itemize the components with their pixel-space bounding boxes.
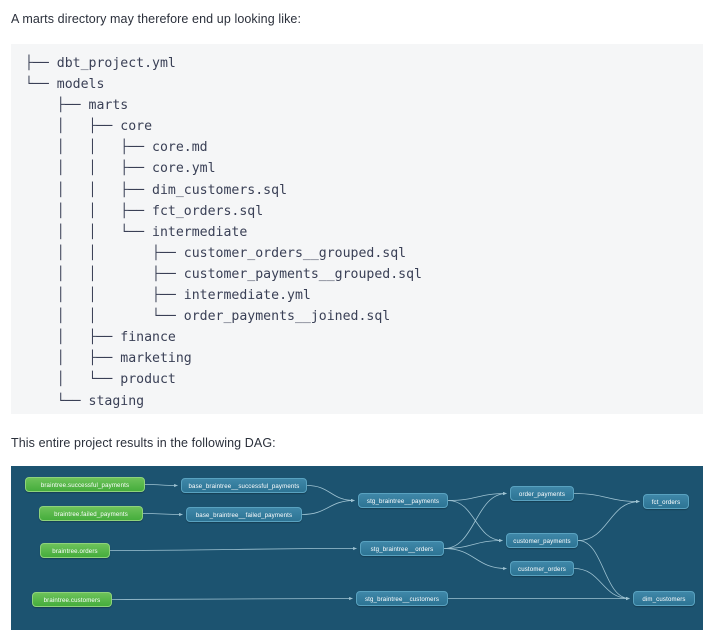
dag-node-order_payments[interactable]: order_payments xyxy=(510,486,574,501)
dag-edge-stg_braintree__orders-to-order_payments xyxy=(443,491,507,549)
dag-node-customer_orders[interactable]: customer_orders xyxy=(510,561,574,576)
dag-edge-customer_orders-to-dim_customers xyxy=(573,568,630,601)
dag-node-base_braintree__successful_payments[interactable]: base_braintree__successful_payments xyxy=(181,478,307,493)
tree-caption: A marts directory may therefore end up l… xyxy=(11,12,302,26)
dag-edge-layer xyxy=(109,483,640,601)
dag-node-dim_customers[interactable]: dim_customers xyxy=(633,591,695,606)
dag-node-customer_payments[interactable]: customer_payments xyxy=(506,533,578,548)
dag-edge-customer_payments-to-fct_orders xyxy=(577,499,640,541)
dag-node-braintree_failed_payments[interactable]: braintree.failed_payments xyxy=(39,506,143,521)
dag-node-stg_braintree__payments[interactable]: stg_braintree__payments xyxy=(358,493,448,508)
dag-edge-stg_braintree__payments-to-order_payments xyxy=(447,491,507,501)
dag-node-braintree_orders[interactable]: braintree.orders xyxy=(40,543,110,558)
dag-edge-base_braintree__failed_payments-to-stg_braintree__payments xyxy=(301,498,355,515)
dag-edge-braintree_successful_payments-to-base_braintree__successful_payments xyxy=(144,483,178,488)
dag-diagram[interactable]: braintree.successful_payments braintree.f… xyxy=(11,466,703,630)
dag-node-stg_braintree__orders[interactable]: stg_braintree__orders xyxy=(360,541,444,556)
dag-edge-base_braintree__successful_payments-to-stg_braintree__payments xyxy=(306,485,355,503)
dag-edge-braintree_customers-to-stg_braintree__customers xyxy=(111,596,353,601)
dag-edge-order_payments-to-fct_orders xyxy=(573,493,640,504)
dag-node-braintree_customers[interactable]: braintree.customers xyxy=(32,592,112,607)
dag-edge-braintree_failed_payments-to-base_braintree__failed_payments xyxy=(142,512,183,517)
dag-edge-stg_braintree__orders-to-customer_orders xyxy=(443,548,507,571)
dag-edge-stg_braintree__orders-to-customer_payments xyxy=(443,538,503,549)
dag-node-stg_braintree__customers[interactable]: stg_braintree__customers xyxy=(356,591,448,606)
dag-edge-customer_payments-to-dim_customers xyxy=(577,540,630,601)
dag-caption: This entire project results in the follo… xyxy=(11,436,276,450)
dag-node-base_braintree__failed_payments[interactable]: base_braintree__failed_payments xyxy=(186,507,302,522)
directory-tree-code-block: ├── dbt_project.yml └── models ├── marts… xyxy=(11,44,703,414)
dag-node-fct_orders[interactable]: fct_orders xyxy=(643,494,689,509)
dag-edge-braintree_orders-to-stg_braintree__orders xyxy=(109,546,357,551)
directory-tree-text: ├── dbt_project.yml └── models ├── marts… xyxy=(25,56,422,409)
dag-node-braintree_successful_payments[interactable]: braintree.successful_payments xyxy=(25,477,145,492)
